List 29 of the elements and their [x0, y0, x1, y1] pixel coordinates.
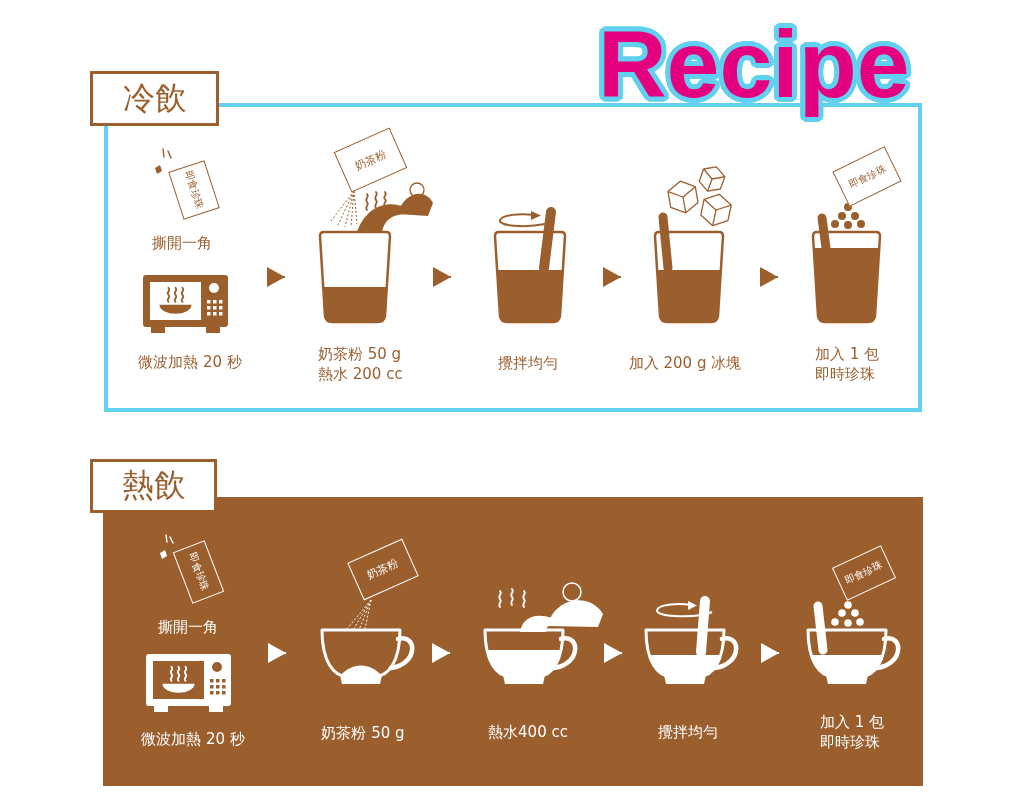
arrow: [604, 643, 623, 663]
step-caption: 撕開一角: [157, 617, 219, 637]
step-caption: 加入 1 包即時珍珠: [820, 712, 886, 752]
arrow: [761, 643, 780, 663]
step-caption: 撕開一角: [151, 233, 213, 253]
packet: 即食珍珠: [831, 545, 897, 601]
packet: 即食珍珠: [832, 145, 902, 207]
packet: 即食珍珠: [172, 540, 224, 604]
arrow: [759, 267, 779, 287]
step-caption: 加入 1 包即時珍珠: [815, 344, 881, 384]
packet: 即食珍珠: [168, 160, 220, 220]
step-caption: 奶茶粉 50 g 熱水 200 cc: [318, 344, 404, 384]
title: Recipe: [597, 10, 911, 119]
step-caption: 攪拌均勻: [657, 722, 719, 742]
packet: 奶茶粉: [347, 538, 419, 600]
arrow: [266, 267, 286, 287]
arrow: [602, 267, 622, 287]
arrow: [267, 643, 287, 663]
section-tab: 熱飲: [90, 459, 217, 513]
arrow: [432, 267, 452, 287]
step-caption: 微波加熱 20 秒: [140, 729, 246, 749]
step-caption: 攪拌均勻: [497, 353, 559, 373]
arrow: [432, 643, 451, 663]
step-caption: 奶茶粉 50 g: [320, 723, 406, 743]
step-caption: 熱水400 cc: [487, 722, 569, 742]
step-caption: 微波加熱 20 秒: [137, 352, 243, 372]
step-caption: 加入 200 g 冰塊: [627, 353, 743, 373]
section-tab: 冷飲: [90, 71, 219, 126]
packet: 奶茶粉: [333, 127, 407, 193]
